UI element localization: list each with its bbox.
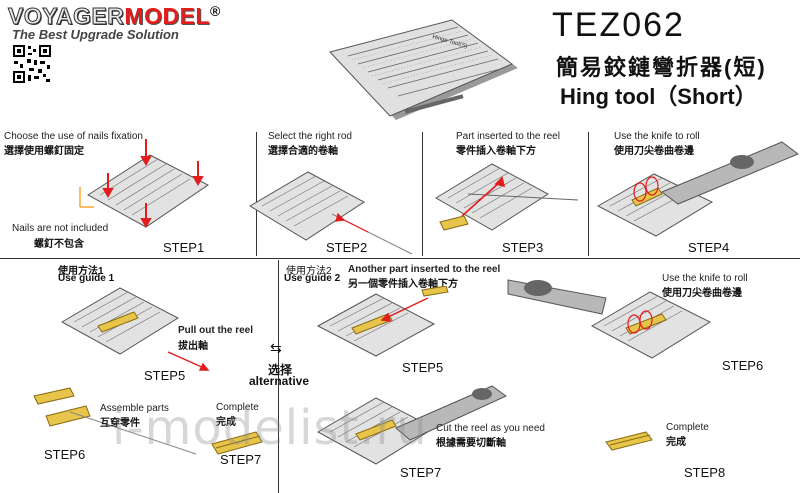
brand-reg-mark: ® — [209, 3, 221, 19]
step4-number: STEP4 — [688, 240, 730, 255]
qr-code-icon — [12, 44, 52, 84]
divider-bottom-guides — [278, 260, 279, 493]
guide1-assemble-en: Assemble parts — [100, 403, 169, 414]
guide2-step6-number: STEP6 — [722, 358, 764, 373]
section-divider-horizontal — [0, 258, 800, 259]
guide2-cut-cn: 根據需要切斷軸 — [436, 438, 506, 449]
step4-label-cn: 使用刀尖卷曲卷邊 — [614, 146, 694, 157]
guide2-step5-illustration — [316, 286, 449, 357]
guide2-knife-cn: 使用刀尖卷曲卷邊 — [662, 288, 742, 299]
brand-part2: MODEL — [124, 3, 210, 29]
step1-note-cn: 螺釘不包含 — [34, 239, 84, 250]
guide2-step8-number: STEP8 — [684, 465, 726, 480]
guide1-hinge-complete — [211, 431, 263, 455]
step1-number: STEP1 — [163, 240, 205, 255]
guide2-title-en: Use guide 2 — [284, 273, 341, 284]
divider-top-2 — [422, 132, 423, 256]
step2-label-cn: 選擇合適的卷軸 — [268, 146, 338, 157]
guide1-step5-illustration — [60, 287, 210, 371]
guide2-another-en: Another part inserted to the reel — [348, 264, 501, 275]
guide1-pull-en: Pull out the reel — [178, 325, 254, 336]
guide1-complete-cn: 完成 — [216, 417, 236, 428]
divider-top-3 — [588, 132, 589, 256]
guide2-step5-number: STEP5 — [402, 360, 444, 375]
step2-label-en: Select the right rod — [268, 131, 352, 142]
guide1-step5-number: STEP5 — [144, 368, 186, 383]
step1-label-en: Choose the use of nails fixation — [4, 131, 143, 142]
step3-plate-illustration — [435, 163, 579, 231]
guide2-title-cn: 使用方法2 — [286, 266, 332, 277]
brand-part1: VOYAGER — [7, 3, 125, 30]
guide1-step6-number: STEP6 — [44, 447, 86, 462]
guide2-hinge-complete — [605, 431, 653, 451]
step3-label-en: Part inserted to the reel — [456, 131, 560, 142]
guide1-complete-en: Complete — [216, 402, 259, 413]
alternative-cn: 选择 — [268, 363, 293, 377]
brand-logo: VOYAGERMODEL® — [7, 3, 221, 30]
step1-label-cn: 選擇使用螺釘固定 — [4, 146, 84, 157]
product-title-en: Hing tool（Short） — [560, 84, 757, 109]
alternative-en: alternative — [249, 374, 310, 388]
guide2-step7-illustration — [316, 385, 507, 465]
guide2-knife-en: Use the knife to roll — [662, 273, 748, 284]
guide1-title-en: Use guide 1 — [58, 273, 115, 284]
product-code: TEZ062 — [552, 6, 685, 44]
guide1-title-cn: 使用方法1 — [58, 266, 104, 277]
brand-tagline: The Best Upgrade Solution — [12, 27, 179, 42]
divider-top-1 — [256, 132, 257, 256]
guide2-step6-illustration — [507, 279, 712, 359]
step3-number: STEP3 — [502, 240, 544, 255]
step4-plate-illustration — [596, 141, 799, 237]
guide2-complete-en: Complete — [666, 422, 709, 433]
guide1-step7-number: STEP7 — [220, 452, 262, 467]
guide2-another-cn: 另一個零件插入卷軸下方 — [348, 279, 458, 290]
hinge-tool-hero-image: Hinge Tool(S) — [329, 19, 518, 120]
guide1-assemble-cn: 互穿零件 — [100, 418, 140, 429]
guide2-step7-number: STEP7 — [400, 465, 442, 480]
step4-label-en: Use the knife to roll — [614, 131, 700, 142]
step2-plate-illustration — [249, 171, 413, 255]
guide2-complete-cn: 完成 — [666, 437, 686, 448]
step3-label-cn: 零件插入卷軸下方 — [456, 146, 536, 157]
product-title-cn: 簡易鉸鏈彎折器(短) — [556, 55, 767, 80]
guide2-cut-en: Cut the reel as you need — [436, 423, 545, 434]
swap-arrows-icon: ⇆ — [270, 340, 282, 356]
step1-plate-illustration — [79, 139, 209, 229]
guide1-pull-cn: 拔出軸 — [178, 341, 208, 352]
watermark-text: i-modelist.ru — [112, 400, 428, 456]
step1-note-en: Nails are not included — [12, 223, 109, 234]
step2-number: STEP2 — [326, 240, 368, 255]
guide1-step6-illustration — [33, 387, 197, 455]
